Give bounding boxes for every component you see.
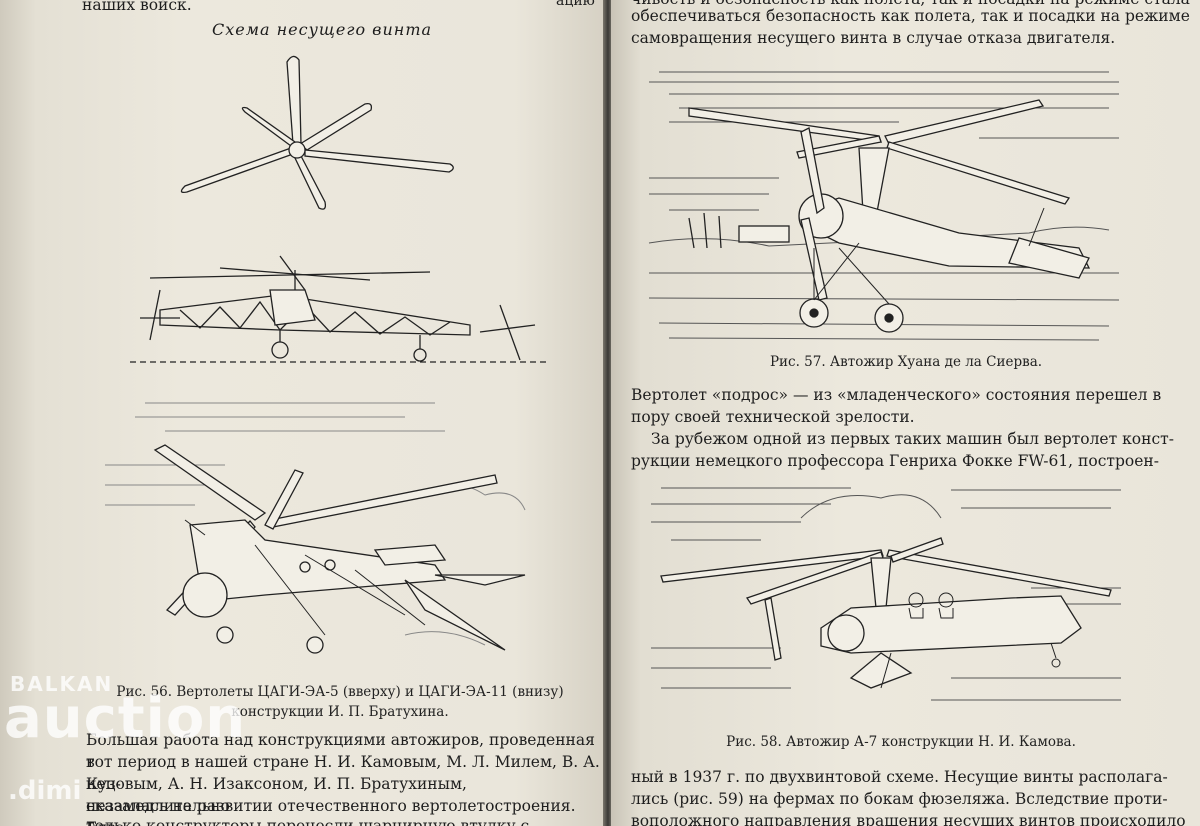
left-top-fragment: ацию	[556, 0, 595, 9]
right-mid-line-4: рукции немецкого профессора Генриха Фокк…	[631, 452, 1159, 470]
rotor-schema-illustration	[180, 55, 454, 210]
right-mid-line-1: Вертолет «подрос» — из «младенческого» с…	[631, 386, 1162, 404]
right-page: чивость и безопасность как полета, так и…	[611, 0, 1200, 826]
tsagi-ea11-illustration	[105, 402, 526, 654]
left-body-line-5: только конструкторы перенесли шарнирную …	[86, 817, 530, 826]
left-body-line-4: сказалась на развитии отечественного вер…	[86, 797, 576, 826]
left-body-line-2: тот период в нашей стране Н. И. Камовым,…	[86, 753, 600, 793]
left-page: наших войск. ацию Схема несущего винта	[0, 0, 605, 826]
right-bottom-line-1: ный в 1937 г. по двухвинтовой схеме. Нес…	[631, 768, 1168, 786]
right-mid-line-3: За рубежом одной из первых таких машин б…	[651, 430, 1174, 448]
left-body-line-3: нецовым, А. Н. Изаксоном, И. П. Братухин…	[86, 775, 467, 815]
left-body-line-1: Большая работа над конструкциями автожир…	[86, 731, 595, 771]
tsagi-ea5-illustration	[130, 255, 550, 363]
figure-58-caption: Рис. 58. Автожир А-7 конструкции Н. И. К…	[726, 734, 1076, 750]
figure-56-caption-line2: конструкции И. П. Братухина.	[231, 704, 449, 720]
cierva-autogyro-illustration	[648, 71, 1120, 341]
right-bottom-line-2: лись (рис. 59) на фермах по бокам фюзеля…	[631, 790, 1168, 808]
right-top-line-2: обеспечиваться безопасность как полета, …	[631, 7, 1190, 25]
right-bottom-line-3: воположного направления вращения несущих…	[631, 812, 1186, 826]
kamov-a7-illustration	[651, 487, 1121, 701]
right-top-line-3: самовращения несущего винта в случае отк…	[631, 29, 1116, 47]
figure-56-caption-line1: Рис. 56. Вертолеты ЦАГИ-ЭА-5 (вверху) и …	[116, 684, 564, 700]
figure-57-caption: Рис. 57. Автожир Хуана де ла Сиерва.	[769, 354, 1043, 370]
right-mid-line-2: пору своей технической зрелости.	[631, 408, 915, 426]
right-top-line-1: чивость и безопасность как полета, так и…	[631, 0, 1190, 10]
schema-title: Схема несущего винта	[212, 20, 433, 39]
left-top-text: наших войск.	[82, 0, 192, 14]
book-gutter	[603, 0, 613, 826]
